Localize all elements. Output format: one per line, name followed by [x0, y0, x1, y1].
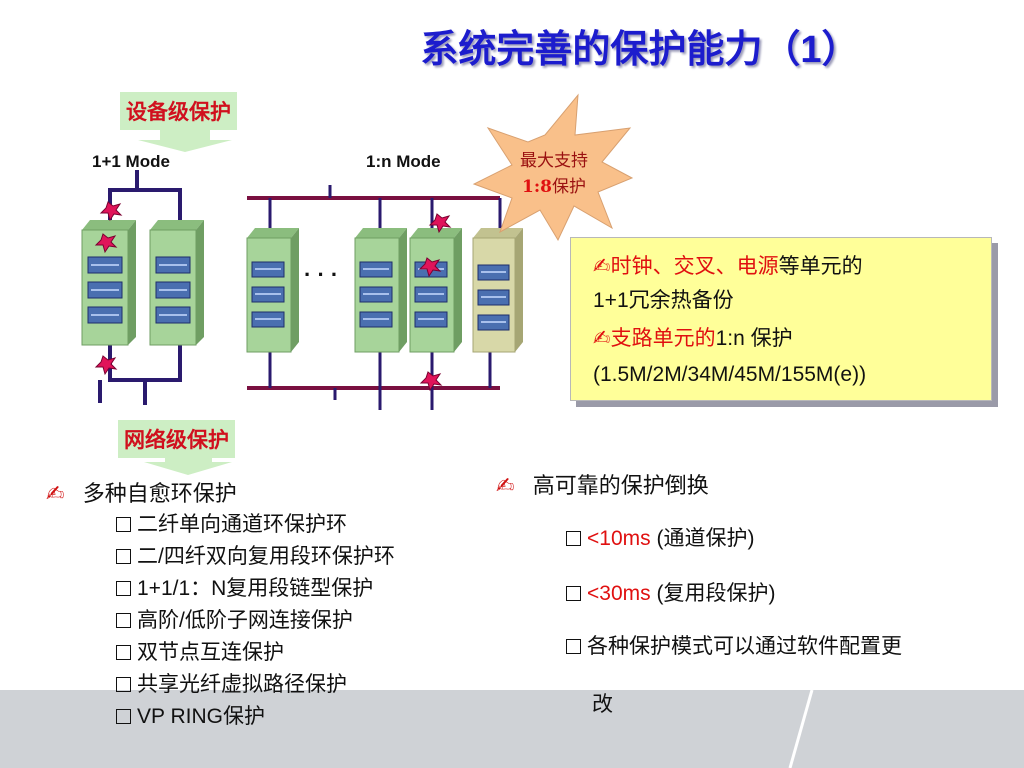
starburst-suffix: 保护: [551, 177, 586, 197]
callout-line-1: ✍时钟、交叉、电源等单元的: [593, 255, 863, 278]
right-list-item: 各种保护模式可以通过软件配置更: [566, 630, 902, 660]
callout-line-3: ✍支路单元的1:n 保护: [593, 327, 793, 350]
right-list-item: <10ms (通道保护): [566, 522, 754, 552]
checkbox-square-icon: [116, 645, 131, 660]
right-list-heading: ✍ 高可靠的保护倒换: [496, 473, 709, 498]
right-list-item: <30ms (复用段保护): [566, 577, 775, 607]
starburst-text: 最大支持 1:8保护: [504, 148, 604, 200]
checkbox-square-icon: [116, 581, 131, 596]
network-level-label: 网络级保护: [118, 420, 235, 458]
callout-line-4: (1.5M/2M/34M/45M/155M(e)): [593, 363, 867, 386]
footer-band: [0, 690, 1024, 768]
pencil-icon: ✍: [593, 255, 611, 278]
checkbox-square-icon: [116, 613, 131, 628]
starburst-shape: [472, 93, 634, 242]
checkbox-square-icon: [566, 586, 581, 601]
mode-1plus1-label: 1+1 Mode: [92, 152, 170, 171]
left-list-item: VP RING保护: [116, 700, 265, 730]
left-list-item: 双节点互连保护: [116, 636, 284, 666]
checkbox-square-icon: [116, 517, 131, 532]
mode-1n-label: 1:n Mode: [366, 152, 441, 171]
left-list-item: 共享光纤虚拟路径保护: [116, 668, 347, 698]
fault-spark-icons: [94, 201, 452, 392]
arrow-down-device: [138, 130, 232, 152]
arrow-down-network: [144, 455, 232, 475]
pencil-icon: ✍: [593, 327, 611, 350]
starburst-ratio: 1:8: [522, 177, 552, 197]
pencil-icon: ✍: [496, 473, 515, 498]
right-list-wrap-text: 改: [592, 693, 613, 716]
checkbox-square-icon: [566, 531, 581, 546]
left-list-item: 二纤单向通道环保护环: [116, 508, 347, 538]
ellipsis: · · ·: [304, 262, 339, 287]
starburst-line1: 最大支持: [520, 151, 588, 171]
checkbox-square-icon: [566, 639, 581, 654]
checkbox-square-icon: [116, 677, 131, 692]
pencil-icon: ✍: [46, 481, 65, 506]
slide-title: 系统完善的保护能力（1）: [420, 29, 860, 71]
left-list-heading: ✍ 多种自愈环保护: [46, 481, 237, 506]
device-level-label: 设备级保护: [120, 92, 237, 130]
left-list-item: 1+1/1：N复用段链型保护: [116, 572, 373, 602]
starburst-line2: 1:8保护: [504, 174, 604, 200]
checkbox-square-icon: [116, 709, 131, 724]
callout-line-2: 1+1冗余热备份: [593, 289, 734, 312]
left-list-item: 二/四纤双向复用段环保护环: [116, 540, 395, 570]
left-list-item: 高阶/低阶子网连接保护: [116, 604, 353, 634]
checkbox-square-icon: [116, 549, 131, 564]
footer-decoration: [788, 690, 814, 768]
callout-box: ✍时钟、交叉、电源等单元的 1+1冗余热备份 ✍支路单元的1:n 保护 (1.5…: [570, 237, 992, 401]
